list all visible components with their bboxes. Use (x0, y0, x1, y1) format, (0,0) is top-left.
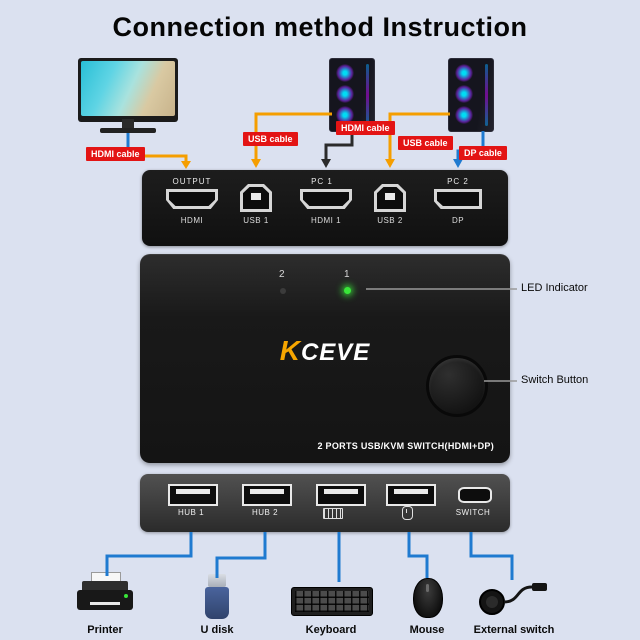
keyboard-device-icon (291, 587, 373, 616)
dp-cable-label: DP cable (459, 146, 507, 160)
hdmi-cable-label: HDMI cable (86, 147, 145, 161)
usb-cable-label-pc2: USB cable (398, 136, 453, 150)
brand-logo-rest: CEVE (300, 339, 371, 366)
pc1-label: PC 1 (311, 177, 333, 186)
hdmi-port-label: HDMI (180, 216, 204, 225)
pc2-tower-icon (448, 58, 494, 132)
hdmi1-port-label: HDMI 1 (310, 216, 342, 225)
mouse-icon (402, 506, 413, 520)
hub2-label: HUB 2 (251, 508, 279, 517)
led1-indicator-icon (344, 287, 351, 294)
usb1-port-label: USB 1 (243, 216, 269, 225)
pc1-tower-icon (329, 58, 375, 132)
hdmi-output-port (166, 189, 218, 209)
mouse-device-icon (413, 578, 443, 618)
rgb-stripe (485, 64, 488, 126)
front-panel: 2 1 KCEVE 2 PORTS USB/KVM SWITCH(HDMI+DP… (140, 254, 510, 463)
usb2-port-label: USB 2 (377, 216, 403, 225)
hdmi1-port (300, 189, 352, 209)
switch-port-label: SWITCH (455, 508, 491, 517)
keyboard-usb-port (316, 484, 366, 506)
fan-icon (455, 64, 473, 82)
dp-port-label: DP (451, 216, 465, 225)
mouse-label: Mouse (409, 624, 445, 636)
printer-icon (77, 572, 133, 620)
rgb-stripe (366, 64, 369, 126)
led2-indicator-icon (280, 288, 286, 294)
usb-cable-label-pc1: USB cable (243, 132, 298, 146)
fan-icon (336, 64, 354, 82)
monitor-icon (78, 58, 178, 136)
pc2-label: PC 2 (447, 177, 469, 186)
brand-logo: KCEVE (140, 335, 510, 367)
monitor-stand (122, 119, 134, 128)
led1-number: 1 (344, 269, 350, 280)
fan-icon (455, 85, 473, 103)
switch-button (426, 355, 488, 417)
usb1-port (240, 184, 272, 212)
monitor-screen (81, 61, 175, 116)
udisk-icon (202, 574, 232, 620)
external-switch-icon (476, 578, 552, 620)
led-indicator-callout: LED Indicator (521, 282, 588, 294)
bottom-panel: HUB 1 HUB 2 SWITCH (140, 474, 510, 532)
mouse-usb-port (386, 484, 436, 506)
led2-number: 2 (279, 269, 285, 280)
hub2-usb-port (242, 484, 292, 506)
fan-icon (336, 106, 354, 124)
printer-label: Printer (87, 624, 123, 636)
monitor-base (100, 128, 156, 133)
hdmi-cable-label-pc1: HDMI cable (336, 121, 395, 135)
keyboard-label: Keyboard (305, 624, 357, 636)
fan-icon (455, 106, 473, 124)
brand-logo-k: K (279, 335, 301, 366)
switch-micro-port (458, 487, 492, 503)
keyboard-icon (323, 508, 343, 519)
udisk-label: U disk (200, 624, 234, 636)
rear-panel: OUTPUT PC 1 PC 2 HDMI USB 1 HDMI 1 USB 2… (142, 170, 508, 246)
hub1-usb-port (168, 484, 218, 506)
dp-port (434, 189, 482, 209)
hub1-label: HUB 1 (177, 508, 205, 517)
external-switch-label: External switch (473, 624, 555, 636)
page-title: Connection method Instruction (112, 12, 528, 42)
usb2-port (374, 184, 406, 212)
fan-icon (336, 85, 354, 103)
switch-button-callout: Switch Button (521, 374, 589, 386)
model-text: 2 PORTS USB/KVM SWITCH(HDMI+DP) (317, 441, 494, 451)
output-label: OUTPUT (172, 177, 212, 186)
